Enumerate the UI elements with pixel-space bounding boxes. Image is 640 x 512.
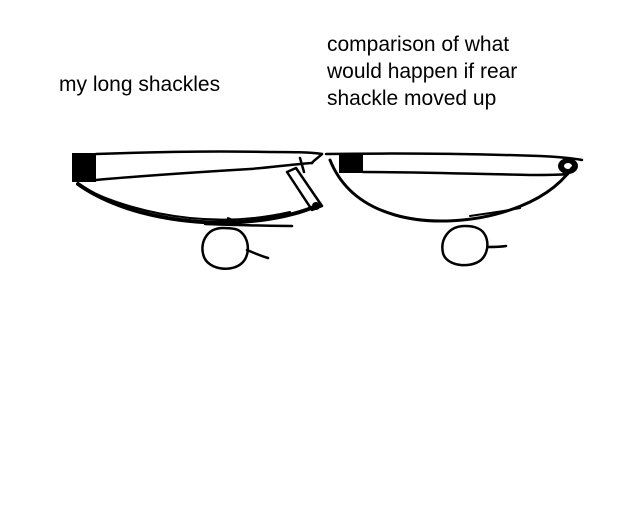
- right-leaf-spring: [328, 158, 574, 223]
- left-shackle-pivot: [312, 202, 320, 210]
- left-frame-end: [310, 152, 324, 165]
- left-shackle-mount: [298, 156, 306, 174]
- right-caption: comparison of what would happen if rear …: [327, 33, 518, 110]
- left-axle: [201, 226, 250, 270]
- right-front-hanger: [339, 153, 363, 173]
- right-raised-shackle-eye: [564, 163, 572, 169]
- left-leaf-spring: [76, 182, 320, 225]
- right-suspension-sketch: [324, 152, 584, 267]
- left-spring-seat: [203, 222, 294, 228]
- left-spring-clip: [227, 217, 239, 223]
- left-long-shackle: [285, 166, 324, 212]
- left-caption: my long shackles: [59, 73, 221, 96]
- left-leaf-spring-inner: [83, 187, 291, 221]
- left-frame-bottom: [94, 161, 314, 182]
- left-front-hanger: [72, 153, 96, 182]
- right-spring-seat: [469, 207, 521, 217]
- right-axle: [441, 224, 489, 267]
- left-frame-top: [94, 150, 324, 156]
- right-axle-stub: [486, 244, 508, 249]
- right-frame-bottom: [361, 170, 570, 177]
- left-suspension-sketch: [72, 150, 324, 270]
- left-axle-stub: [245, 248, 270, 260]
- right-frame-top: [324, 152, 584, 162]
